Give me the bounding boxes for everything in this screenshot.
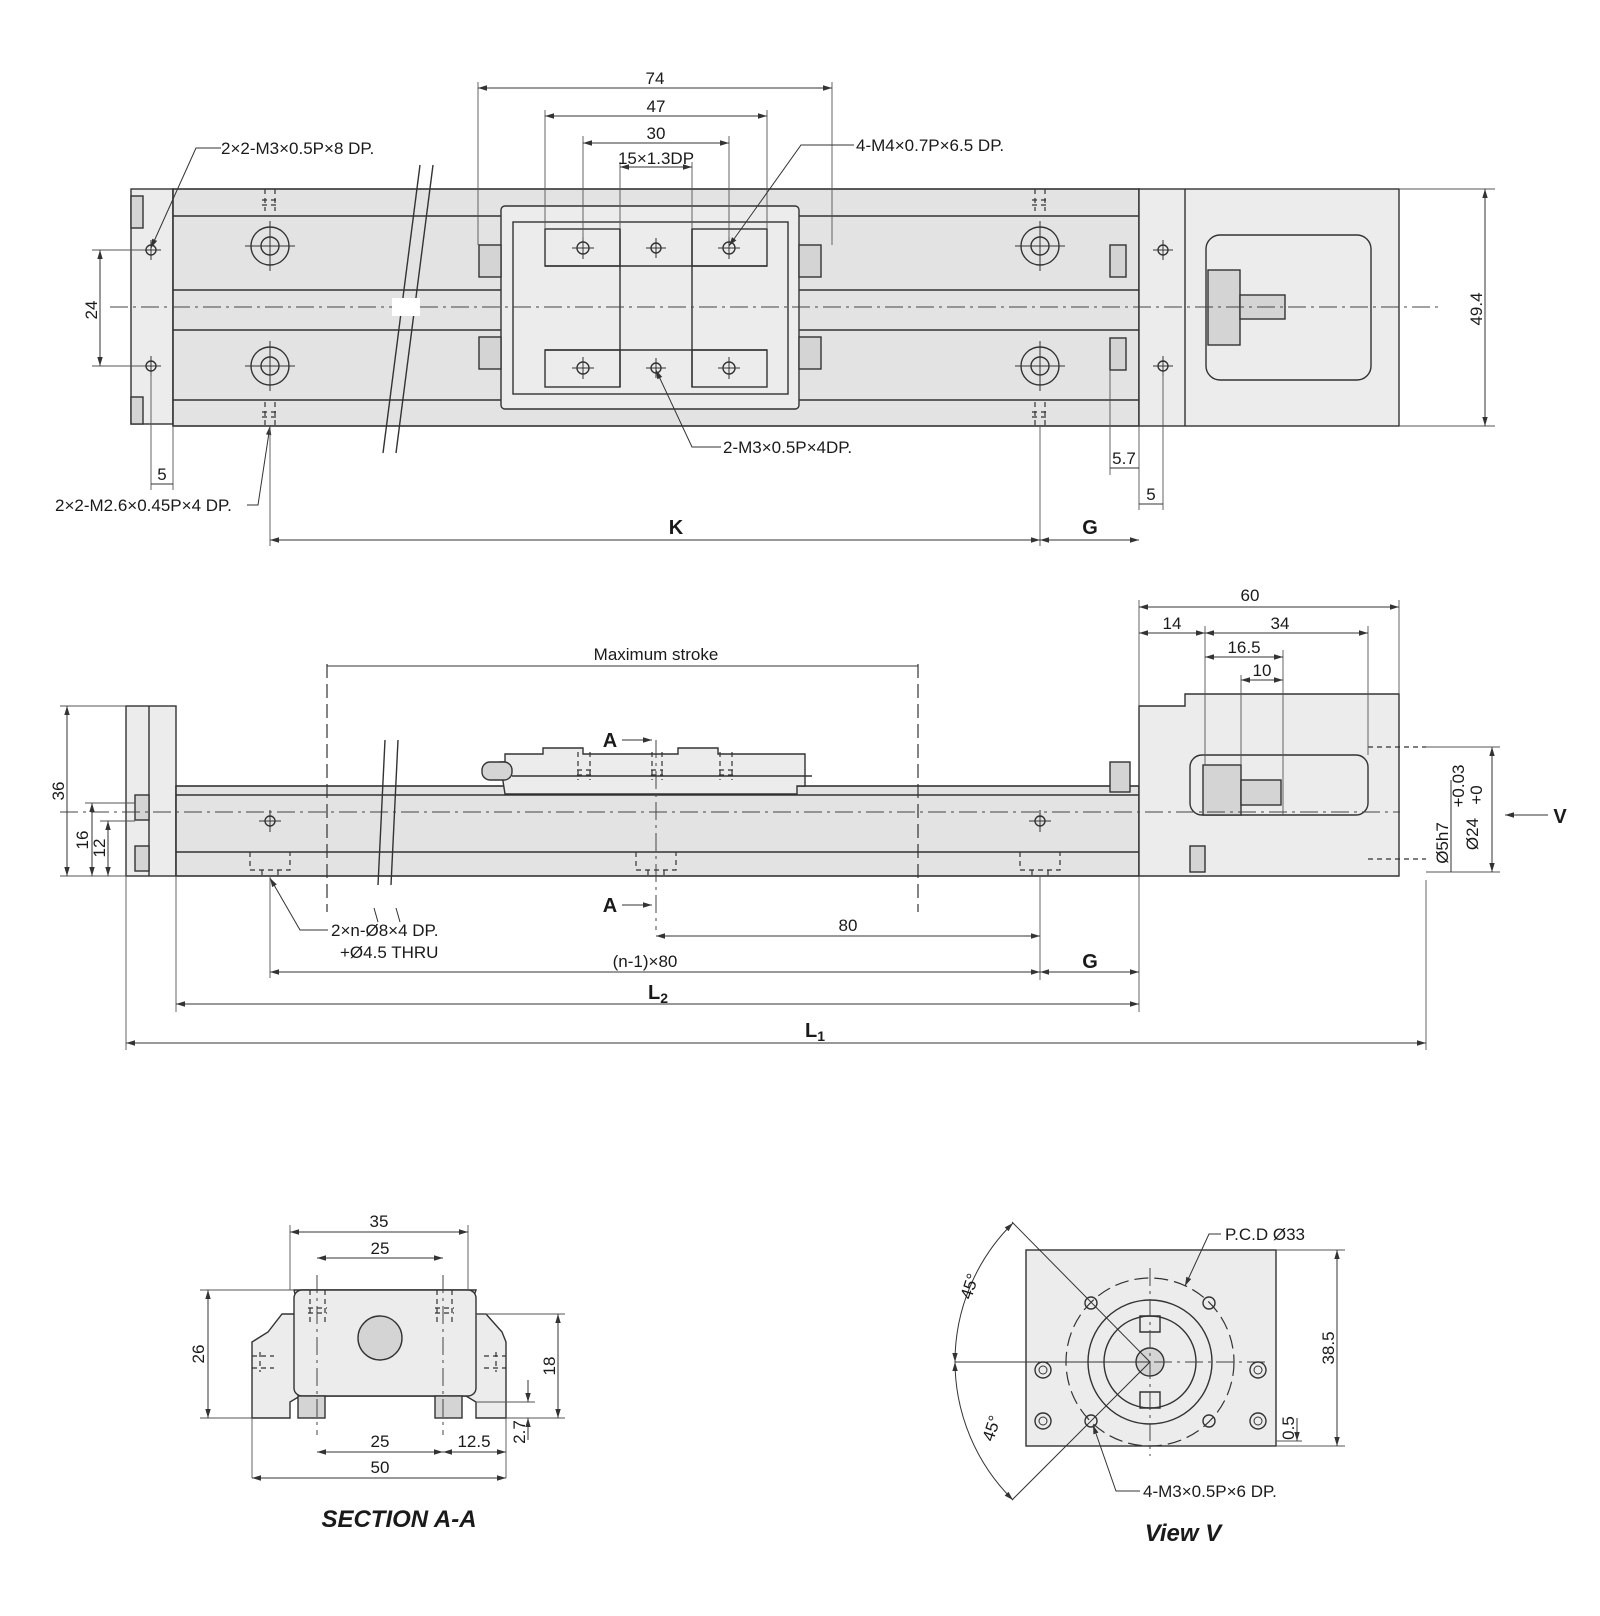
dim-5-left: 5 — [157, 465, 166, 484]
dim-5-right: 5 — [1146, 485, 1155, 504]
dim-60: 60 — [1241, 586, 1260, 605]
section-a-a: 35 25 26 18 2.7 25 12.5 50 SECTION A-A — [189, 1212, 565, 1533]
dim-5-7: 5.7 — [1112, 449, 1136, 468]
carriage-wiper — [798, 244, 822, 278]
dim-16: 16 — [73, 831, 92, 850]
dim-14: 14 — [1163, 614, 1182, 633]
note-holes-1: 2×n-Ø8×4 DP. — [331, 921, 438, 940]
carriage-wiper — [478, 244, 502, 278]
dim-K: K — [669, 517, 684, 539]
side-base-body — [175, 785, 1140, 877]
dim-25-top: 25 — [371, 1239, 390, 1258]
side-tapped-holes — [262, 189, 1048, 426]
dim-18: 18 — [540, 1357, 559, 1376]
dim-49-4: 49.4 — [1467, 292, 1486, 325]
dim-phi24: Ø24 — [1463, 818, 1482, 850]
dim-24: 24 — [82, 301, 101, 320]
pcd-holes — [1084, 1296, 1216, 1428]
note-4-m4-6-5dp: 4-M4×0.7P×6.5 DP. — [856, 136, 1004, 155]
note-4-m3-6dp: 4-M3×0.5P×6 DP. — [1143, 1482, 1277, 1501]
dim-L1: L1 — [805, 1020, 825, 1044]
dim-74: 74 — [646, 69, 665, 88]
dim-10: 10 — [1253, 661, 1272, 680]
note-holes-2: +Ø4.5 THRU — [340, 943, 438, 962]
left-end-plate — [125, 705, 177, 877]
bumper — [1109, 337, 1127, 371]
dim-38-5: 38.5 — [1319, 1331, 1338, 1364]
mounting-holes — [245, 221, 1065, 391]
dim-16-5: 16.5 — [1227, 638, 1260, 657]
dim-L1-sub: 1 — [817, 1028, 825, 1044]
dim-L1-main: L — [805, 1020, 817, 1042]
side-view: Maximum stroke A A 60 14 34 16.5 10 36 1… — [49, 586, 1567, 1050]
dim-n1x80: (n-1)×80 — [613, 952, 678, 971]
dim-G-side: G — [1082, 951, 1098, 973]
pcd-label: P.C.D Ø33 — [1225, 1225, 1305, 1244]
view-v-title: View V — [1145, 1520, 1223, 1547]
dim-36: 36 — [49, 782, 68, 801]
section-mark-a-bottom: A — [603, 895, 617, 917]
dim-G-top: G — [1082, 517, 1098, 539]
dim-50: 50 — [371, 1458, 390, 1477]
dim-12: 12 — [90, 839, 109, 858]
dim-L2-sub: 2 — [660, 990, 668, 1006]
top-view: 74 47 30 15×1.3DP 2×2-M3×0.5P×8 DP. 4-M4… — [55, 69, 1495, 546]
bumper — [1109, 244, 1127, 278]
dim-34: 34 — [1271, 614, 1290, 633]
dim-L2-main: L — [648, 982, 660, 1004]
section-aa-title: SECTION A-A — [321, 1506, 476, 1533]
dim-30: 30 — [647, 124, 666, 143]
dim-35: 35 — [370, 1212, 389, 1231]
angle-45-top: 45° — [957, 1271, 983, 1301]
dim-80: 80 — [839, 916, 858, 935]
dim-shaft-5h7: Ø5h7 — [1433, 822, 1452, 864]
end-cap-tab — [130, 396, 144, 425]
end-cap-tab — [130, 195, 144, 229]
tol-plus: +0.03 — [1449, 764, 1468, 807]
dim-25-bottom: 25 — [371, 1432, 390, 1451]
carriage-wiper — [478, 336, 502, 370]
dim-L2: L2 — [648, 982, 668, 1006]
note-2x2-m2-6-4dp: 2×2-M2.6×0.45P×4 DP. — [55, 496, 232, 515]
tapped-holes — [141, 237, 1173, 379]
dim-15x1-3dp: 15×1.3DP — [618, 149, 694, 168]
section-mark-a-top: A — [603, 730, 617, 752]
carriage-wiper — [798, 336, 822, 370]
note-2-m3-4dp: 2-M3×0.5P×4DP. — [723, 438, 852, 457]
dim-12-5: 12.5 — [457, 1432, 490, 1451]
dim-2-7: 2.7 — [510, 1420, 529, 1444]
dim-0-5: 0.5 — [1279, 1416, 1298, 1440]
tol-zero: +0 — [1467, 785, 1486, 804]
note-2x2-m3-8dp: 2×2-M3×0.5P×8 DP. — [221, 139, 374, 158]
max-stroke-label: Maximum stroke — [594, 645, 719, 664]
section-bore — [357, 1315, 403, 1361]
view-mark-v: V — [1553, 806, 1567, 828]
angle-45-bottom: 45° — [979, 1413, 1005, 1443]
view-v: 45° 45° P.C.D Ø33 38.5 0.5 4-M3×0.5P×6 D… — [952, 1221, 1345, 1547]
dim-47: 47 — [647, 97, 666, 116]
dim-26: 26 — [189, 1345, 208, 1364]
